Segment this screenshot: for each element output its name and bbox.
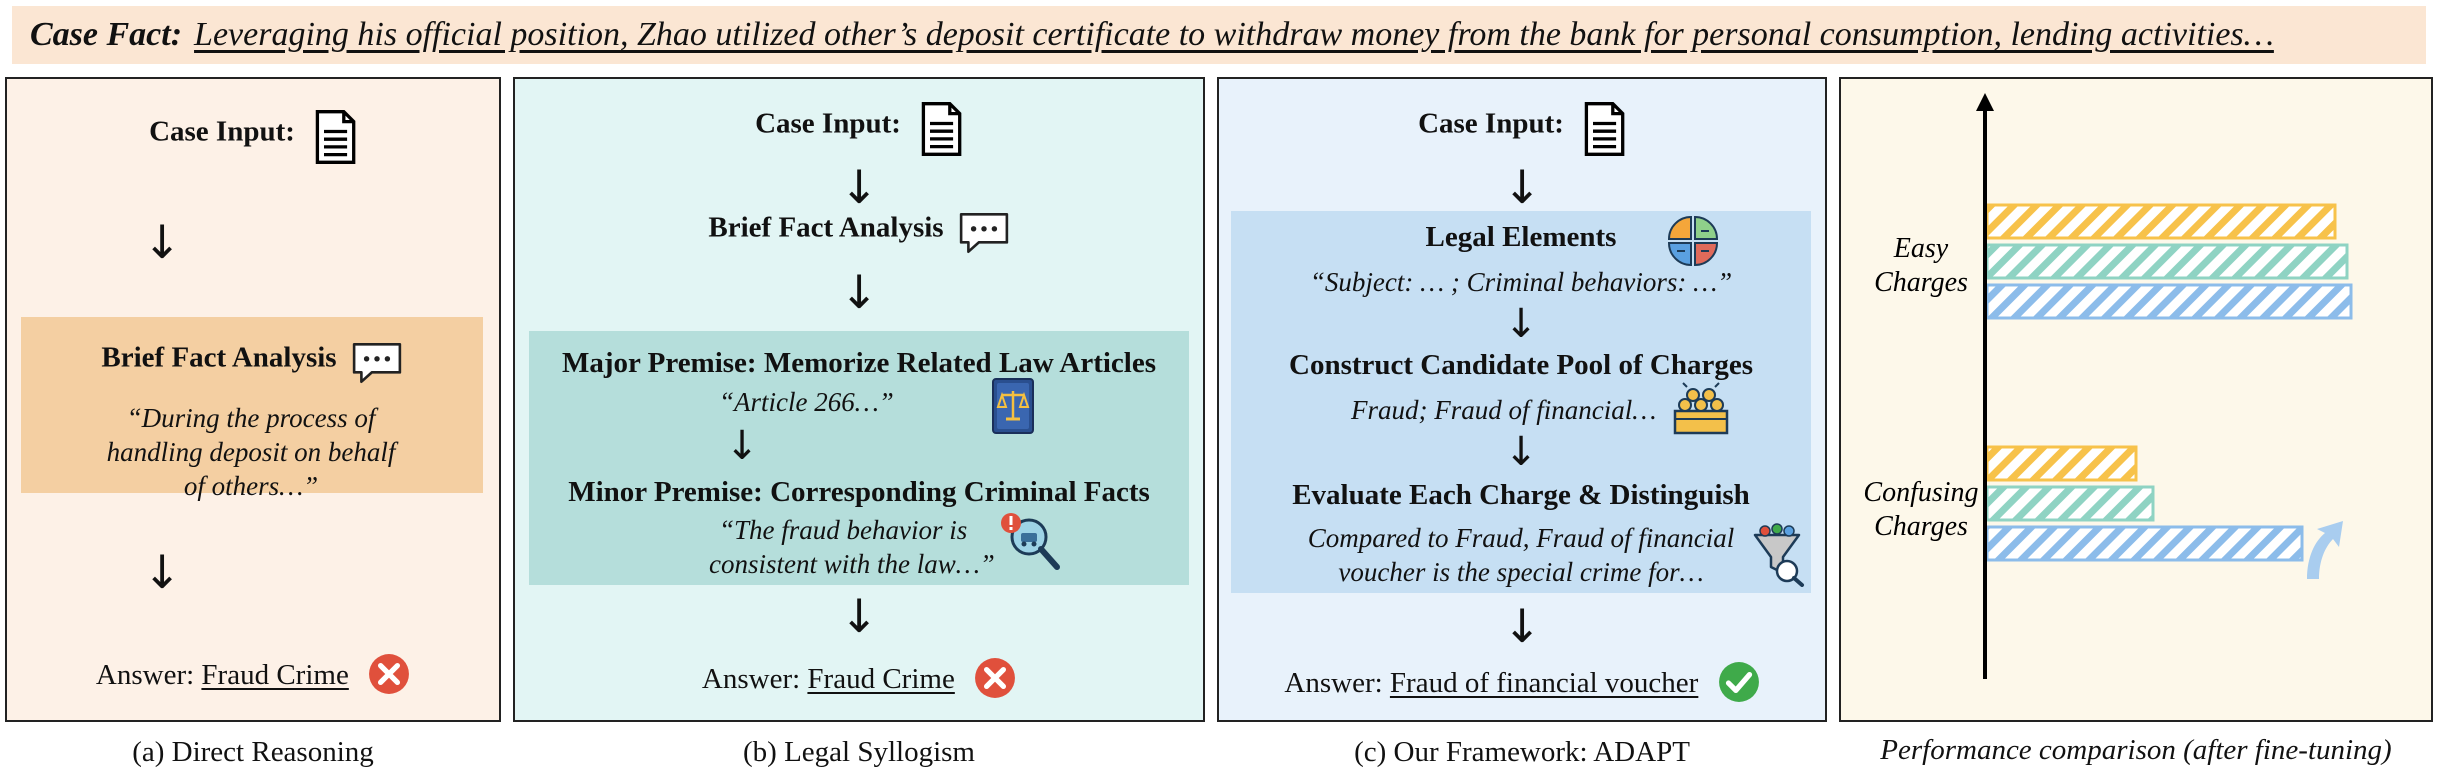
adapt-steps-box: Legal Elements “Subject: … ; Criminal be… — [1231, 211, 1811, 593]
down-arrow: ↓ — [839, 589, 879, 643]
chat-bubble-icon — [351, 341, 403, 385]
panel-legal-syllogism: Case Input: ↓ Brief Fact Analysis ↓ Majo… — [513, 77, 1205, 722]
case-input-label: Case Input: — [755, 107, 901, 140]
evaluate-title: Evaluate Each Charge & Distinguish — [1292, 479, 1750, 511]
analysis-quote: “During the process of handling deposit … — [106, 403, 396, 501]
analysis-title: Brief Fact Analysis — [101, 341, 337, 374]
panel-direct-reasoning: Case Input: ↓ Brief Fact Analysis “Durin… — [5, 77, 501, 722]
law-book-icon — [992, 378, 1034, 434]
down-arrow: ↓ — [1502, 160, 1542, 214]
chat-bubble-icon — [958, 211, 1010, 255]
caption-b: (b) Legal Syllogism — [743, 736, 975, 768]
down-arrow: ↓ — [1504, 429, 1538, 475]
panel-adapt-framework: Case Input: ↓ Legal Elements “Subject: …… — [1217, 77, 1827, 722]
bar-series3-confusing — [1985, 525, 2304, 562]
minor-premise-quote-line2: consistent with the law…” — [709, 549, 995, 579]
answer-value: Fraud of financial voucher — [1389, 667, 1699, 699]
premise-box: Major Premise: Memorize Related Law Arti… — [529, 331, 1189, 585]
cross-icon — [974, 657, 1016, 699]
bar-series1-easy — [1985, 203, 2337, 240]
legal-elements-quote: “Subject: … ; Criminal behaviors: …” — [1309, 267, 1733, 297]
panel-performance-chart: Easy Charges Confusing Charges — [1839, 77, 2433, 722]
caption-a: (a) Direct Reasoning — [132, 736, 374, 768]
analysis-box: Brief Fact Analysis “During the process … — [21, 317, 483, 501]
answer-label: Answer: — [701, 663, 801, 695]
case-fact-banner: Case Fact: Leveraging his official posit… — [12, 6, 2426, 64]
candidate-pool-title: Construct Candidate Pool of Charges — [1289, 349, 1753, 381]
down-arrow: ↓ — [839, 265, 879, 319]
answer-label: Answer: — [1284, 667, 1383, 699]
document-icon — [919, 101, 963, 157]
magnifier-warning-icon — [1001, 513, 1060, 570]
evaluate-text-line2: voucher is the special crime for… — [1338, 557, 1704, 587]
candidate-pool-text: Fraud; Fraud of financial… — [1351, 395, 1657, 425]
major-premise-quote: “Article 266…” — [719, 387, 894, 417]
down-arrow: ↓ — [1502, 599, 1542, 653]
evaluate-people-icon — [1753, 523, 1804, 587]
major-premise-title: Major Premise: Memorize Related Law Arti… — [562, 347, 1156, 379]
caption-c: (c) Our Framework: ADAPT — [1354, 736, 1690, 768]
minor-premise-quote-line1: “The fraud behavior is — [719, 515, 968, 545]
bar-series3-easy — [1985, 283, 2353, 320]
down-arrow: ↓ — [725, 423, 759, 469]
caption-d: Performance comparison (after fine-tunin… — [1880, 734, 2392, 766]
petal-elements-icon — [1667, 215, 1719, 267]
legal-elements-title: Legal Elements — [1425, 221, 1617, 253]
down-arrow: ↓ — [142, 545, 182, 599]
bar-series2-easy — [1985, 243, 2349, 280]
bar-series1-confusing — [1985, 445, 2138, 482]
case-input-label: Case Input: — [1418, 107, 1564, 140]
answer-value: Fraud Crime — [201, 659, 349, 691]
analysis-title: Brief Fact Analysis — [708, 211, 944, 244]
answer-value: Fraud Crime — [807, 663, 955, 695]
case-fact-label: Case Fact: — [30, 16, 183, 53]
evaluate-text-line1: Compared to Fraud, Fraud of financial — [1307, 523, 1735, 553]
candidate-pool-icon — [1673, 382, 1729, 435]
answer-label: Answer: — [95, 659, 195, 691]
case-fact-text: Leveraging his official position, Zhao u… — [194, 16, 2274, 53]
performance-bar-chart: Easy Charges Confusing Charges — [1863, 93, 2353, 679]
up-arrow-icon — [2307, 521, 2343, 579]
down-arrow: ↓ — [1504, 301, 1538, 347]
y-axis-arrowhead — [1976, 93, 1994, 111]
check-icon — [1718, 661, 1760, 703]
down-arrow: ↓ — [142, 215, 182, 269]
category-label-easy-line1: Easy — [1893, 233, 1949, 264]
down-arrow: ↓ — [839, 160, 879, 214]
cross-icon — [368, 653, 410, 695]
category-label-confusing-line1: Confusing — [1863, 477, 1978, 508]
category-label-easy-line2: Charges — [1874, 267, 1968, 298]
document-icon — [1582, 101, 1626, 157]
case-input-label: Case Input: — [149, 115, 295, 148]
category-label-confusing-line2: Charges — [1874, 511, 1968, 542]
bar-series2-confusing — [1985, 485, 2155, 522]
document-icon — [313, 109, 357, 165]
minor-premise-title: Minor Premise: Corresponding Criminal Fa… — [568, 476, 1150, 508]
